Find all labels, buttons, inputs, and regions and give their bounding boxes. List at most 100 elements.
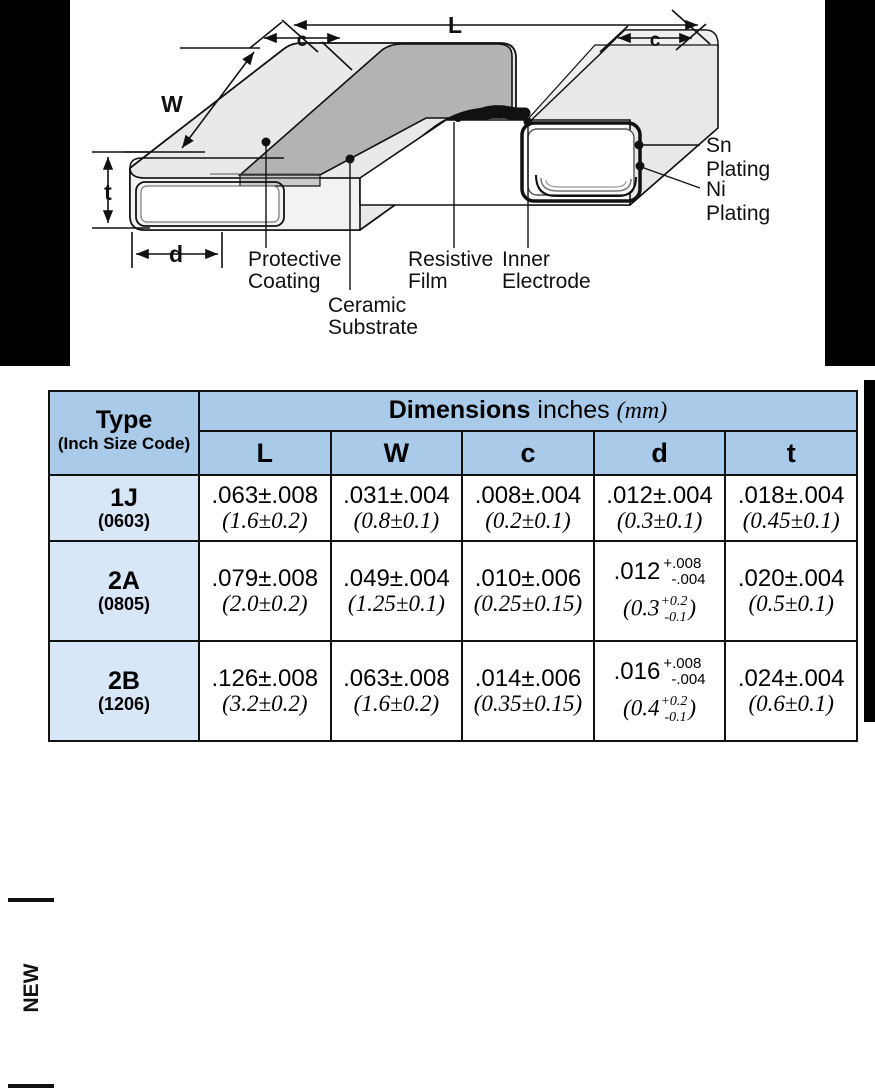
value-inches: .010±.006 <box>474 565 582 593</box>
table-header-row-1: Type (Inch Size Code) Dimensions inches … <box>48 390 858 476</box>
value-inches: .020±.004 <box>737 565 845 593</box>
cell-c: .010±.006(0.25±0.15) <box>461 540 595 642</box>
dimension-label-d: d <box>169 241 183 267</box>
cell-L: .063±.008(1.6±0.2) <box>198 474 332 542</box>
new-label: NEW <box>20 963 43 1013</box>
column-header-c: c <box>461 430 595 476</box>
cell-type: 2B(1206) <box>48 640 200 742</box>
callout-ni-plating: Ni Plating <box>706 178 770 225</box>
type-name: 2A <box>108 567 140 596</box>
column-header-L: L <box>198 430 332 476</box>
callout-sn-plating: Sn Plating <box>706 134 770 181</box>
cell-type: 2A(0805) <box>48 540 200 642</box>
type-inch-size-code: (0805) <box>97 593 151 614</box>
svg-text:Resistive: Resistive <box>408 248 493 271</box>
cell-d: .012+.008-.004 (0.3+0.2-0.1) <box>592 540 727 642</box>
right-black-margin-bar-bottom <box>864 380 875 722</box>
callout-inner-electrode: Inner Electrode <box>502 248 591 293</box>
value-mm: (0.45±0.1) <box>742 507 840 533</box>
table-row: 2A(0805).079±.008(2.0±0.2).049±.004(1.25… <box>48 540 858 642</box>
new-bracket-top-rule <box>8 898 54 902</box>
table-row: 2B(1206).126±.008(3.2±0.2).063±.008(1.6±… <box>48 640 858 742</box>
column-header-W: W <box>329 430 464 476</box>
cell-t: .018±.004(0.45±0.1) <box>724 474 858 542</box>
table-row: 1J(0603).063±.008(1.6±0.2).031±.004(0.8±… <box>48 474 858 542</box>
type-name: 1J <box>110 484 138 513</box>
svg-text:Sn: Sn <box>706 134 732 157</box>
svg-text:Film: Film <box>408 270 448 293</box>
cell-c: .014±.006(0.35±0.15) <box>461 640 595 742</box>
dimension-label-c-right: c <box>650 30 661 51</box>
value-mm: (0.8±0.1) <box>353 507 440 533</box>
column-header-t: t <box>724 430 858 476</box>
value-inches: .016+.008-.004 <box>613 654 706 689</box>
dimensions-table: Type (Inch Size Code) Dimensions inches … <box>48 390 858 742</box>
new-types-bracket: NEW <box>8 898 54 1088</box>
svg-text:Protective: Protective <box>248 248 341 271</box>
column-header-d: d <box>592 430 727 476</box>
value-inches: .063±.008 <box>211 482 319 510</box>
value-inches: .018±.004 <box>737 482 845 510</box>
value-inches: .079±.008 <box>211 565 319 593</box>
callout-leader-lines <box>261 114 701 290</box>
dimension-label-c-left: c <box>297 30 308 51</box>
cell-d: .012±.004(0.3±0.1) <box>592 474 727 542</box>
left-black-margin-bar <box>0 0 70 366</box>
dimension-label-L: L <box>448 12 462 38</box>
cell-t: .024±.004(0.6±0.1) <box>724 640 858 742</box>
value-mm: (0.5±0.1) <box>748 590 834 616</box>
value-inches: .008±.004 <box>474 482 582 510</box>
header-type-title: Type <box>95 405 153 434</box>
cell-W: .031±.004(0.8±0.1) <box>329 474 464 542</box>
chip-body-illustration <box>129 29 719 231</box>
callout-protective-coating: Protective Coating <box>248 248 341 293</box>
dimension-label-t: t <box>104 179 112 205</box>
cell-L: .126±.008(3.2±0.2) <box>198 640 332 742</box>
type-inch-size-code: (0603) <box>97 510 151 531</box>
value-mm: (0.25±0.15) <box>473 590 583 616</box>
value-mm: (0.2±0.1) <box>485 507 571 533</box>
value-inches: .063±.008 <box>343 665 450 693</box>
value-mm: (0.3±0.1) <box>616 507 703 533</box>
callout-ceramic-substrate: Ceramic Substrate <box>328 294 418 339</box>
table-header-row-2: L W c d t <box>49 430 858 476</box>
new-bracket-bottom-rule <box>8 1084 54 1088</box>
type-inch-size-code: (1206) <box>97 693 151 714</box>
value-mm: (0.4+0.2-0.1) <box>623 694 697 726</box>
dimension-lines <box>92 9 711 268</box>
dimensions-table-region: NEW Type (Inch Size Code) Dimensions inc… <box>0 380 864 1088</box>
header-cell-dimensions: Dimensions inches (mm) <box>198 390 858 432</box>
header-dimensions-unit: inches <box>537 396 610 425</box>
cell-W: .049±.004(1.25±0.1) <box>329 540 464 642</box>
value-inches: .031±.004 <box>343 482 450 510</box>
value-inches: .012±.004 <box>606 482 713 510</box>
value-mm: (1.6±0.2) <box>222 507 308 533</box>
cell-t: .020±.004(0.5±0.1) <box>724 540 858 642</box>
svg-text:Inner: Inner <box>502 248 550 271</box>
header-dimensions-mm: (mm) <box>616 398 668 425</box>
value-inches: .049±.004 <box>343 565 450 593</box>
chip-resistor-construction-diagram: L c c W t d Sn Plating Ni Plating Protec… <box>70 0 825 366</box>
cell-d: .016+.008-.004 (0.4+0.2-0.1) <box>592 640 727 742</box>
value-inches: .014±.006 <box>474 665 582 693</box>
svg-text:Ni: Ni <box>706 178 726 201</box>
value-mm: (0.3+0.2-0.1) <box>623 594 697 626</box>
cell-W: .063±.008(1.6±0.2) <box>329 640 464 742</box>
cell-L: .079±.008(2.0±0.2) <box>198 540 332 642</box>
value-inches: .012+.008-.004 <box>613 554 706 589</box>
value-mm: (1.6±0.2) <box>353 690 440 716</box>
value-mm: (0.35±0.15) <box>473 690 583 716</box>
value-mm: (3.2±0.2) <box>222 690 308 716</box>
type-name: 2B <box>108 667 140 696</box>
right-black-margin-bar-top <box>825 0 875 366</box>
dimension-label-W: W <box>161 91 183 117</box>
value-mm: (0.6±0.1) <box>748 690 834 716</box>
svg-text:Plating: Plating <box>706 202 770 225</box>
cell-type: 1J(0603) <box>48 474 200 542</box>
svg-text:Electrode: Electrode <box>502 270 591 293</box>
svg-text:Ceramic: Ceramic <box>328 294 406 317</box>
cell-c: .008±.004(0.2±0.1) <box>461 474 595 542</box>
chip-resistor-svg: L c c W t d Sn Plating Ni Plating Protec… <box>92 9 770 339</box>
callout-resistive-film: Resistive Film <box>408 248 493 293</box>
value-mm: (1.25±0.1) <box>347 590 445 616</box>
